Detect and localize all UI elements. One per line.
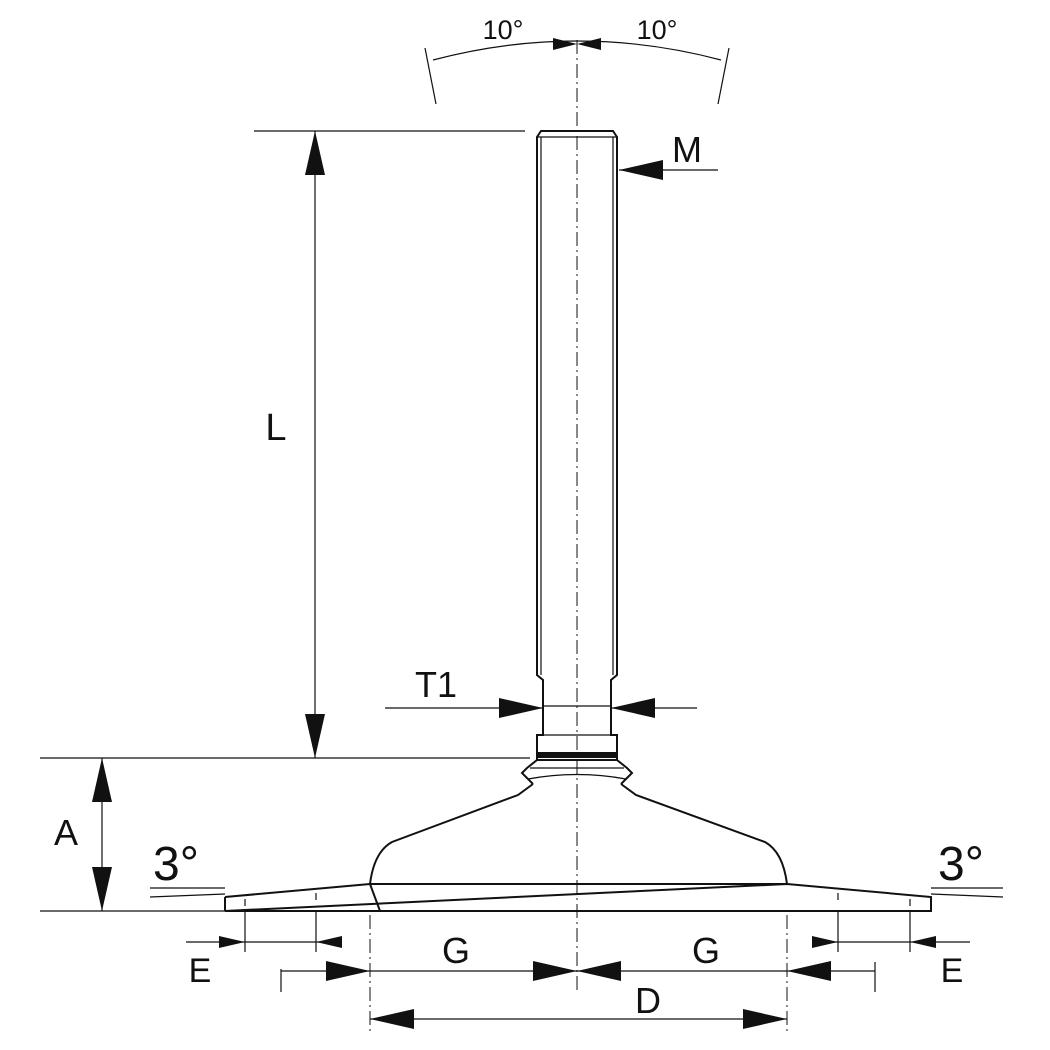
g-left-dimension [280,961,577,992]
ball-joint-left [520,759,538,785]
t1-label: T1 [415,664,457,705]
g-left-arrow-inner [533,961,577,981]
angle-arrow-left [553,38,577,50]
lower-extension-lines [244,911,911,1035]
e-right-arrow-inner [812,936,838,948]
e-right-arrow-outer [910,936,936,948]
base-dome-left [369,783,534,885]
threaded-stem [536,130,618,761]
tilt-right-slope [930,893,1004,898]
diameter-arrow-right [743,1009,787,1029]
e-left-label: E [189,952,212,990]
base-dome-right [620,783,788,885]
length-arrow-bottom [305,714,325,758]
stem-collar [537,752,617,758]
e-left-arrow-inner [316,936,342,948]
g-right-arrow-outer [787,961,831,981]
angle-extension-left [424,47,437,105]
height-arrow-top [92,758,112,802]
angle-arc [432,40,722,61]
angle-left-label: 10° [483,15,524,45]
diameter-dimension [370,1009,787,1029]
t1-dimension [385,698,697,718]
diameter-label: D [635,980,661,1021]
g-left-label: G [442,930,470,971]
base-chamfer-left [369,883,381,912]
thread-dimension [619,160,718,180]
thread-label: M [672,129,702,170]
t1-arrow-right [611,698,655,718]
tilt-indicators [149,887,1004,898]
length-label: L [265,407,286,449]
g-right-dimension [577,961,876,992]
length-dimension [40,130,530,759]
ball-joint-seam [527,773,627,780]
rubber-pad [224,882,932,912]
angle-extension-right [717,47,730,105]
height-dimension [40,758,225,912]
t1-arrow-left [499,698,543,718]
e-left-dimension [186,936,342,948]
pad-outline [224,882,932,912]
height-arrow-bottom [92,867,112,911]
e-right-label: E [941,952,964,990]
angle-arrow-right [577,38,601,50]
tilt-left-slope [149,893,226,898]
g-right-arrow-inner [577,961,621,981]
swivel-angle-dimension [424,38,730,105]
ball-joint-right [616,759,634,785]
length-arrow-top [305,131,325,175]
g-right-label: G [692,930,720,971]
e-left-arrow-outer [219,936,245,948]
angle-right-label: 10° [637,15,678,45]
stem-outline [536,130,618,761]
g-left-arrow-outer [326,961,370,981]
ball-joint [520,759,634,785]
tilt-right-label: 3° [938,838,984,891]
base-body [369,783,788,912]
e-right-dimension [812,936,970,948]
thread-arrow [619,160,663,180]
diameter-arrow-left [370,1009,414,1029]
height-label: A [54,812,78,853]
tilt-left-label: 3° [153,838,199,891]
